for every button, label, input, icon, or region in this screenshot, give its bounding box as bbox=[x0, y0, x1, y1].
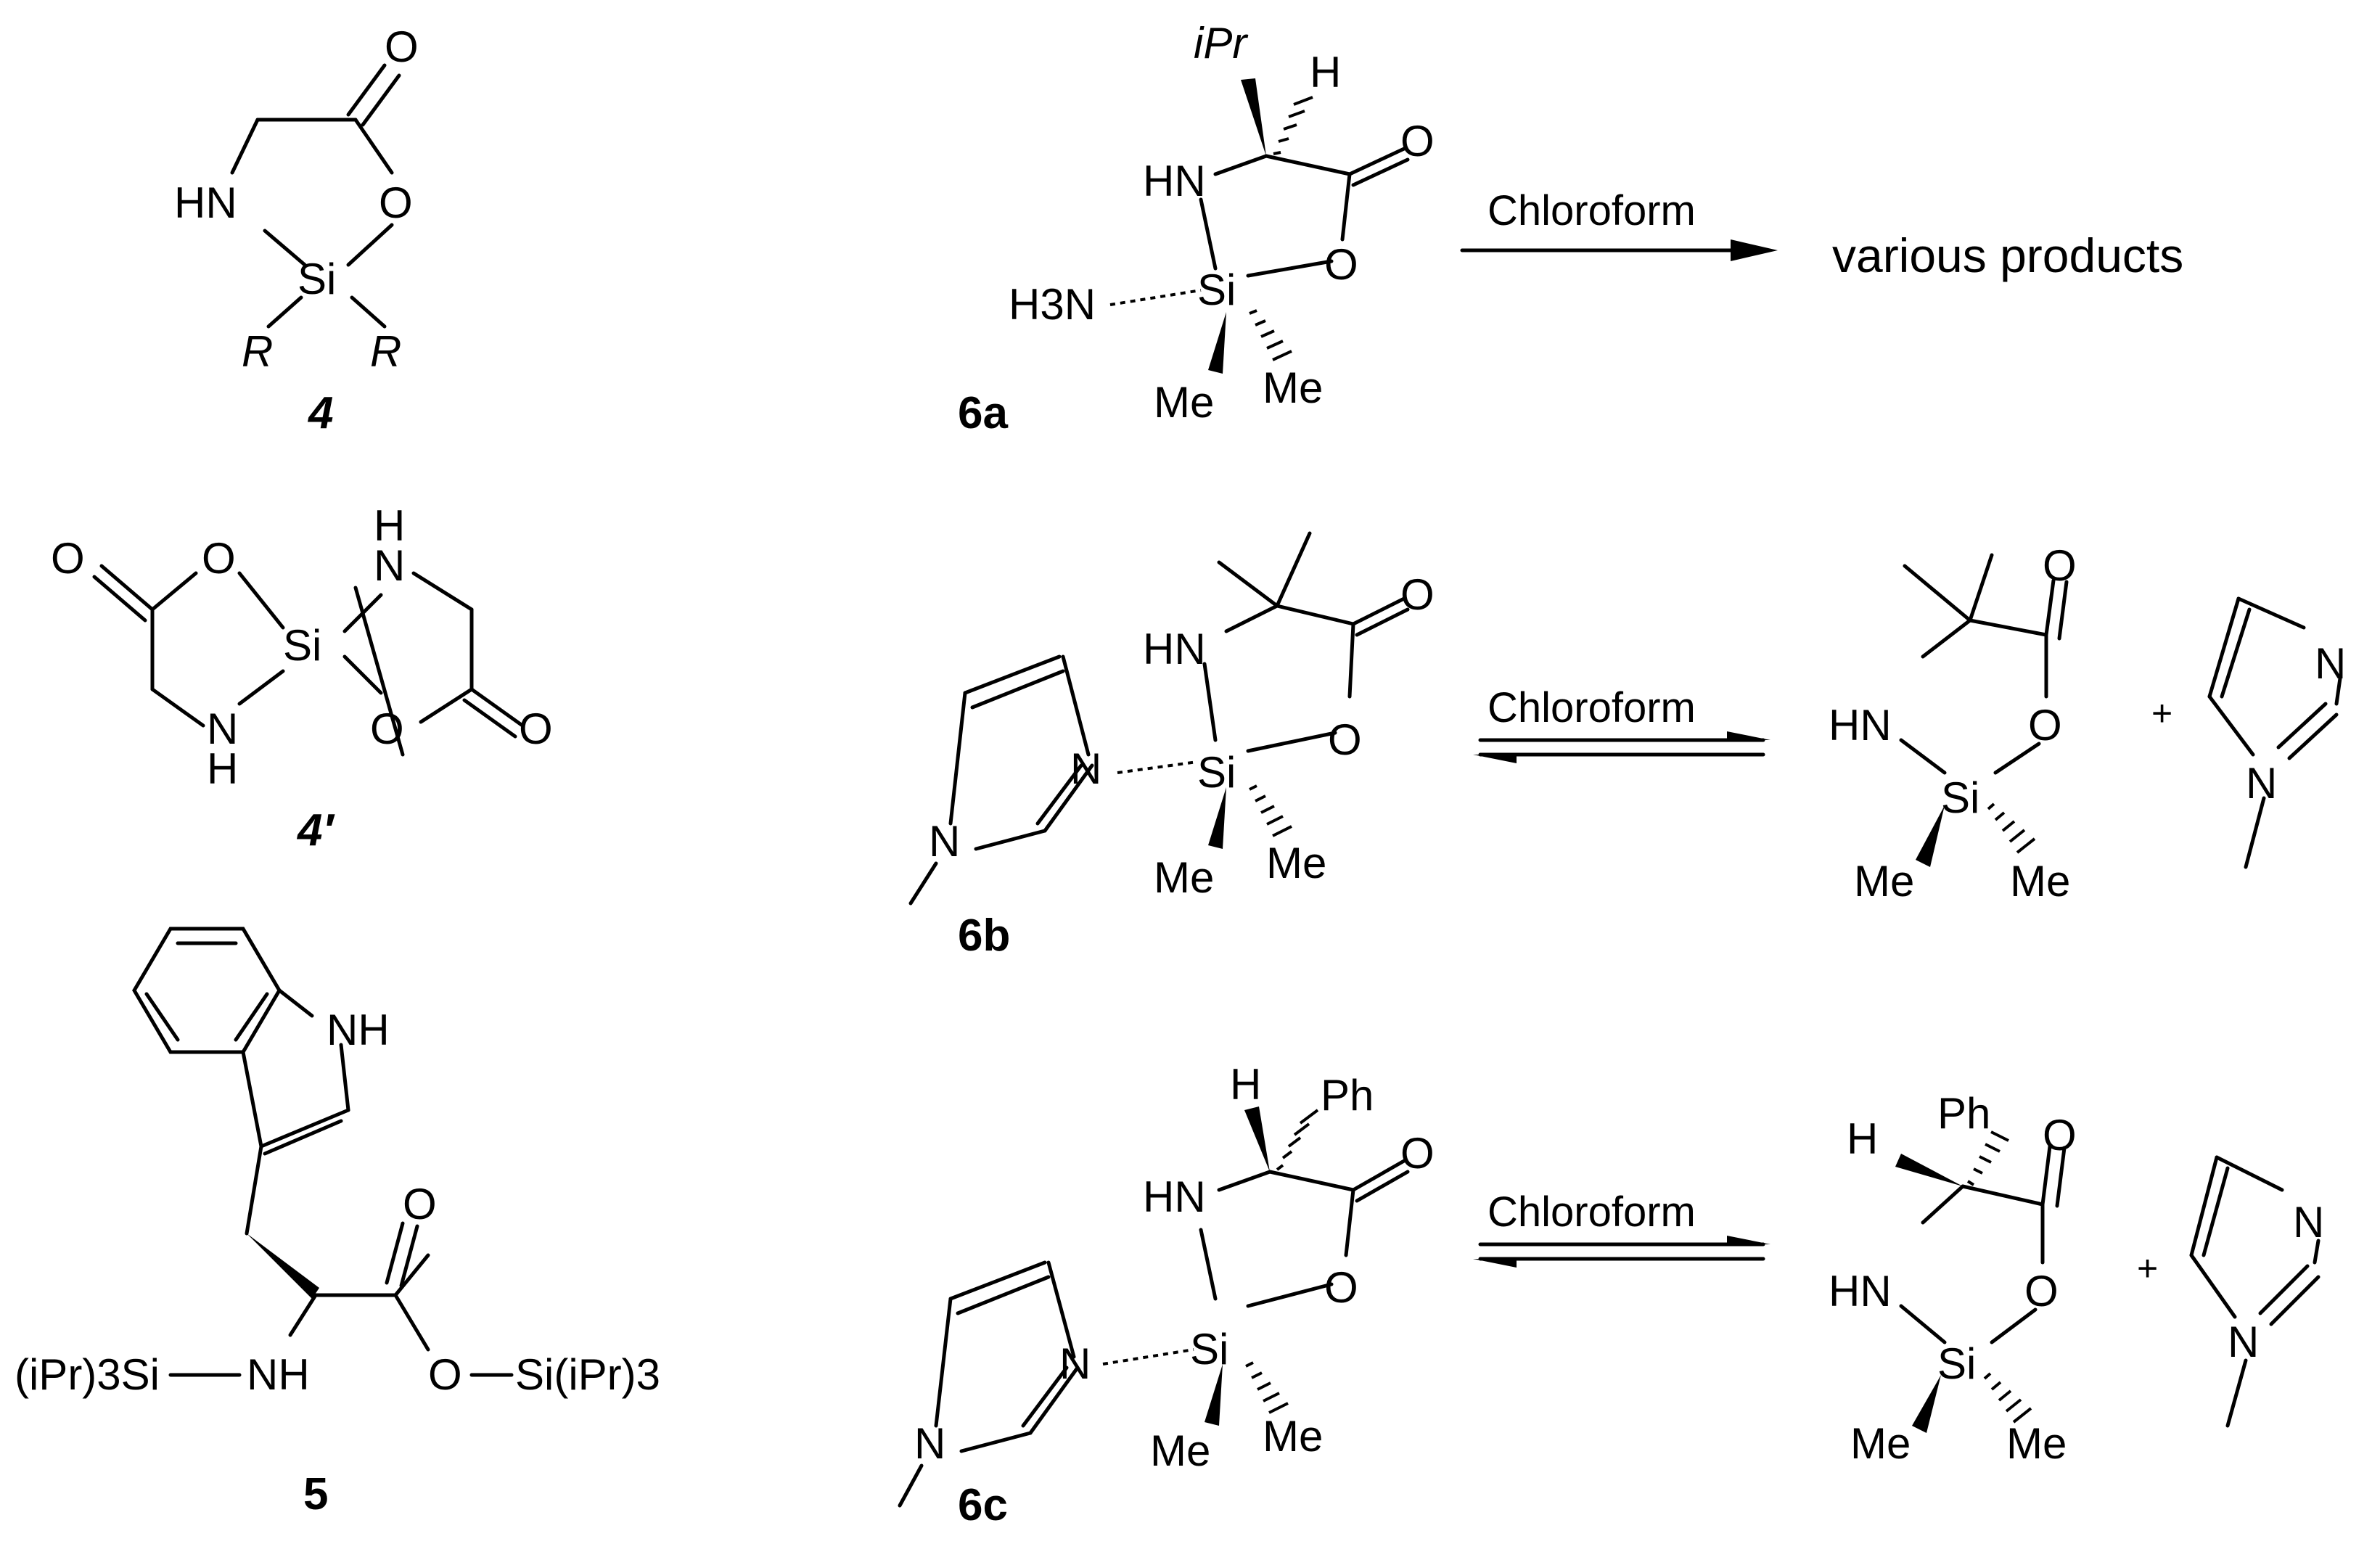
compound-6a: iPr H O HN O H3N Si Me Me 6a bbox=[958, 19, 1435, 438]
c6a-me2: Me bbox=[1263, 364, 1323, 412]
c4p-n2: N bbox=[207, 705, 238, 753]
c6b-hn: HN bbox=[1143, 625, 1206, 673]
r2-me2: Me bbox=[2010, 857, 2070, 906]
c6c-me1: Me bbox=[1150, 1426, 1210, 1475]
c6b-me1: Me bbox=[1154, 853, 1214, 902]
r1-product: various products bbox=[1832, 229, 2183, 282]
c6a-h3n: H3N bbox=[1009, 280, 1096, 329]
c4-o: O bbox=[379, 178, 413, 227]
c4-nh: HN bbox=[174, 178, 237, 227]
c4p-o1: O bbox=[202, 534, 236, 583]
c6c-o: O bbox=[1324, 1263, 1358, 1312]
c4p-o2: O bbox=[370, 705, 404, 753]
c6a-label: 6a bbox=[958, 388, 1008, 438]
c5-si-left: (iPr)3Si bbox=[15, 1350, 160, 1399]
r3-me1: Me bbox=[1850, 1419, 1911, 1468]
r2-hn: HN bbox=[1829, 701, 1892, 750]
c6c-n-imid: N bbox=[1059, 1339, 1091, 1388]
c4p-n1: N bbox=[374, 541, 405, 590]
c5-nh-ring: NH bbox=[327, 1006, 390, 1054]
c4-r2: R bbox=[370, 327, 401, 376]
c6a-o-carbonyl: O bbox=[1400, 117, 1435, 165]
c5-label: 5 bbox=[303, 1469, 328, 1519]
c6c-si: Si bbox=[1190, 1325, 1228, 1373]
compound-4-prime: O O H N Si N H O O 4′ bbox=[51, 501, 553, 855]
c6c-n-me: N bbox=[914, 1419, 945, 1468]
c6a-o: O bbox=[1324, 240, 1358, 289]
c5-o-carbonyl: O bbox=[403, 1180, 437, 1228]
c5-nh: NH bbox=[247, 1350, 310, 1399]
r2-o-carbonyl: O bbox=[2043, 541, 2077, 590]
c4p-o-carbonyl1: O bbox=[51, 534, 85, 583]
c6c-label: 6c bbox=[958, 1480, 1008, 1530]
r2-condition: Chloroform bbox=[1488, 684, 1696, 731]
r3-condition: Chloroform bbox=[1488, 1188, 1696, 1236]
r3-ph: Ph bbox=[1937, 1089, 1990, 1138]
c6a-ipr: iPr bbox=[1194, 19, 1248, 67]
r3-o-carbonyl: O bbox=[2043, 1111, 2077, 1159]
c6c-o-carbonyl: O bbox=[1400, 1129, 1435, 1178]
r3-o: O bbox=[2024, 1267, 2059, 1315]
reaction-3: Chloroform H Ph O HN bbox=[1473, 1089, 2324, 1468]
c4-label: 4 bbox=[307, 388, 333, 438]
r3-im-n2: N bbox=[2228, 1318, 2259, 1366]
r3-si: Si bbox=[1937, 1339, 1976, 1388]
compound-5: NH O (iPr)3Si NH O Si(iPr)3 5 bbox=[15, 927, 660, 1519]
compound-6b: O HN O N N Si Me Me 6b bbox=[908, 531, 1435, 961]
c5-o-ester: O bbox=[428, 1350, 462, 1399]
r3-h: H bbox=[1847, 1114, 1878, 1163]
c6b-n-me: N bbox=[929, 817, 960, 866]
c6b-o-carbonyl: O bbox=[1400, 570, 1435, 619]
c6b-me2: Me bbox=[1266, 839, 1326, 887]
c6c-ph: Ph bbox=[1321, 1071, 1374, 1120]
c6b-o: O bbox=[1328, 715, 1362, 764]
c4p-h1: H bbox=[374, 501, 405, 550]
c4p-h2: H bbox=[207, 744, 238, 793]
compound-4: HN O O Si R R 4 bbox=[174, 22, 419, 438]
r1-condition: Chloroform bbox=[1488, 187, 1696, 234]
c6c-hn: HN bbox=[1143, 1173, 1206, 1221]
r2-si: Si bbox=[1941, 773, 1979, 822]
c5-si-right: Si(iPr)3 bbox=[515, 1350, 660, 1399]
r2-o: O bbox=[2028, 701, 2062, 750]
c6b-n-imid: N bbox=[1070, 744, 1101, 793]
r2-im-n2: N bbox=[2246, 759, 2277, 808]
r2-me1: Me bbox=[1854, 857, 1914, 906]
c4p-label: 4′ bbox=[296, 805, 335, 855]
compound-6c: H Ph O HN O N N Si Me Me 6c bbox=[898, 1060, 1435, 1530]
c6c-me2: Me bbox=[1263, 1412, 1323, 1461]
r3-hn: HN bbox=[1829, 1267, 1892, 1315]
r2-plus: + bbox=[2151, 693, 2172, 734]
reaction-2: Chloroform O HN O Si Me Me + bbox=[1473, 541, 2346, 906]
c6c-h: H bbox=[1230, 1060, 1261, 1109]
c6a-si: Si bbox=[1197, 266, 1236, 314]
c4-o-carbonyl: O bbox=[385, 22, 419, 71]
c6b-si: Si bbox=[1197, 748, 1236, 797]
c4p-si: Si bbox=[283, 621, 321, 670]
c4-r1: R bbox=[242, 327, 273, 376]
c6a-hn: HN bbox=[1143, 157, 1206, 205]
c6a-me1: Me bbox=[1154, 378, 1214, 427]
r2-im-n1: N bbox=[2315, 639, 2346, 688]
c6b-label: 6b bbox=[958, 911, 1010, 961]
reaction-1: Chloroform various products bbox=[1460, 187, 2183, 282]
c6a-h: H bbox=[1310, 48, 1341, 96]
r3-im-n1: N bbox=[2293, 1198, 2324, 1247]
r3-me2: Me bbox=[2006, 1419, 2067, 1468]
c4-si: Si bbox=[298, 255, 336, 303]
c4p-o-carbonyl2: O bbox=[519, 705, 553, 753]
r3-plus: + bbox=[2137, 1248, 2158, 1289]
